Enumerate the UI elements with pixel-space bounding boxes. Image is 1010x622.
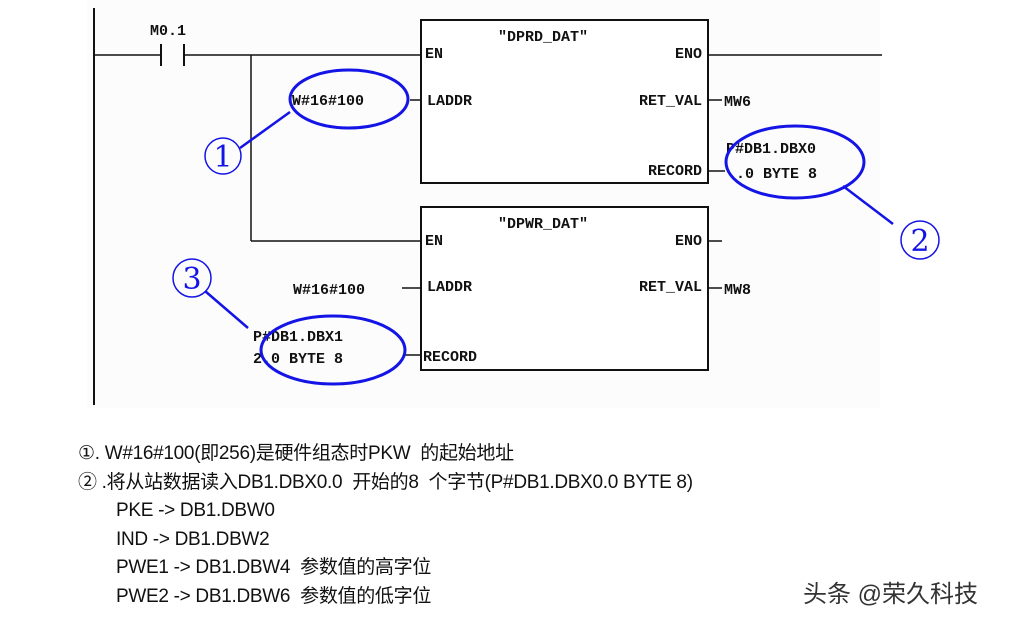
note-line: ② .将从站数据读入DB1.DBX0.0 开始的8 个字节(P#DB1.DBX0… — [78, 471, 693, 493]
ladder-diagram: M0.1 "DPRD_DAT" EN LADDR ENO RET_VAL REC… — [93, 8, 940, 405]
laddr-value-read: W#16#100 — [292, 93, 364, 110]
block-title: "DPRD_DAT" — [498, 29, 588, 46]
explanation-notes: ①. W#16#100(即256)是硬件组态时PKW 的起始地址 ② .将从站数… — [78, 440, 693, 611]
note-line: ①. W#16#100(即256)是硬件组态时PKW 的起始地址 — [78, 443, 514, 464]
ret-val-target-write: MW8 — [724, 282, 751, 299]
callout-number: 1 — [213, 140, 232, 175]
callout-2: 2 — [724, 124, 940, 260]
block-dprd-dat[interactable]: "DPRD_DAT" EN LADDR ENO RET_VAL RECORD — [420, 19, 709, 184]
callout-number: 2 — [910, 224, 929, 259]
block-title: "DPWR_DAT" — [498, 216, 588, 233]
record-value-write-line2: 2.0 BYTE 8 — [253, 351, 343, 368]
note-line: IND -> DB1.DBW2 — [116, 528, 270, 550]
pin-laddr: LADDR — [427, 279, 472, 296]
record-value-write-line1: P#DB1.DBX1 — [253, 329, 343, 346]
note-line: PWE1 -> DB1.DBW4 参数值的高字位 — [116, 557, 432, 578]
callout-number: 3 — [182, 262, 201, 297]
note-line: PKE -> DB1.DBW0 — [116, 500, 275, 521]
pin-en: EN — [425, 46, 443, 63]
block-dpwr-dat[interactable]: "DPWR_DAT" EN LADDR RECORD ENO RET_VAL — [420, 206, 709, 371]
note-line: PWE2 -> DB1.DBW6 参数值的低字位 — [116, 585, 432, 607]
pin-record: RECORD — [423, 349, 477, 366]
pin-eno: ENO — [675, 46, 702, 63]
watermark: 头条 @荣久科技 — [803, 581, 979, 608]
pin-ret-val: RET_VAL — [639, 93, 702, 110]
pin-eno: ENO — [675, 233, 702, 250]
pin-laddr: LADDR — [427, 93, 472, 110]
pin-ret-val: RET_VAL — [639, 279, 702, 296]
contact-label: M0.1 — [150, 23, 186, 40]
ret-val-target-read: MW6 — [724, 94, 751, 111]
record-value-read-line1: P#DB1.DBX0 — [726, 141, 816, 158]
laddr-value-write: W#16#100 — [293, 282, 365, 299]
callout-1: 1 — [204, 68, 410, 175]
pin-record: RECORD — [648, 163, 702, 180]
callout-3: 3 — [172, 258, 407, 386]
record-value-read-line2: .0 BYTE 8 — [736, 166, 817, 183]
pin-en: EN — [425, 233, 443, 250]
contact-m0-1[interactable]: M0.1 — [150, 23, 186, 66]
